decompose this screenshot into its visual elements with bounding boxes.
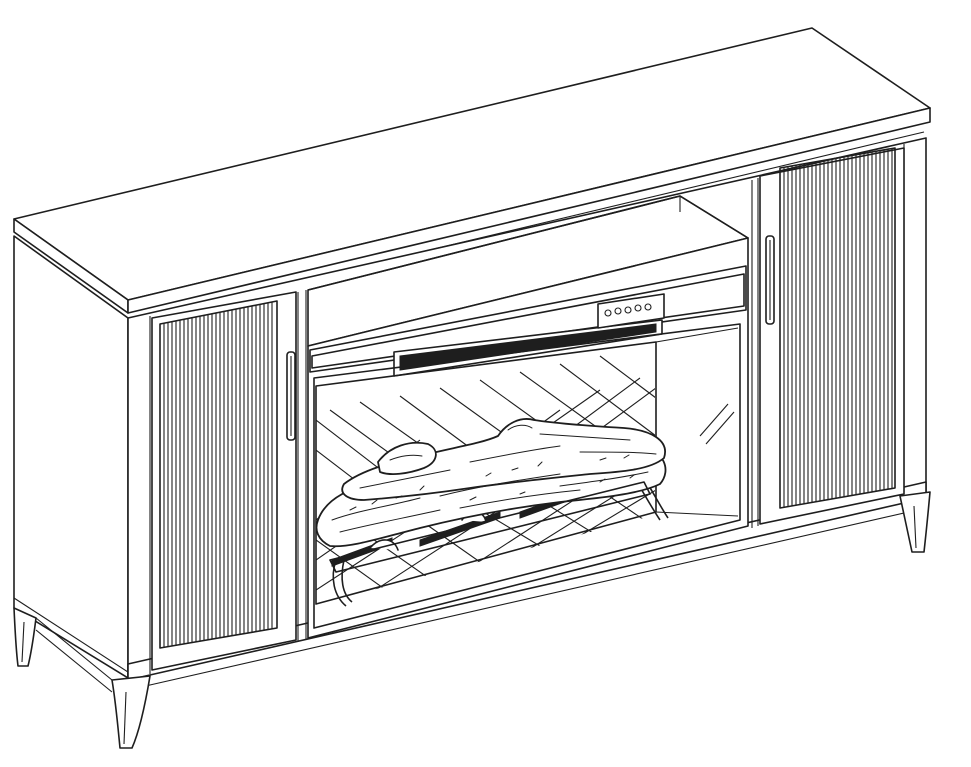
cabinet-top	[13, 27, 931, 323]
door-handle-icon	[286, 351, 296, 441]
control-panel-icon	[597, 293, 665, 329]
left-door	[151, 291, 297, 671]
door-handle-icon	[765, 235, 775, 325]
fireplace-icon	[307, 237, 749, 639]
cabinet-left-side	[13, 235, 129, 679]
right-door	[759, 147, 905, 525]
right-door-fluting	[783, 148, 893, 508]
log-set-icon	[315, 418, 669, 607]
legs	[13, 491, 931, 749]
left-door-fluting	[163, 301, 273, 648]
